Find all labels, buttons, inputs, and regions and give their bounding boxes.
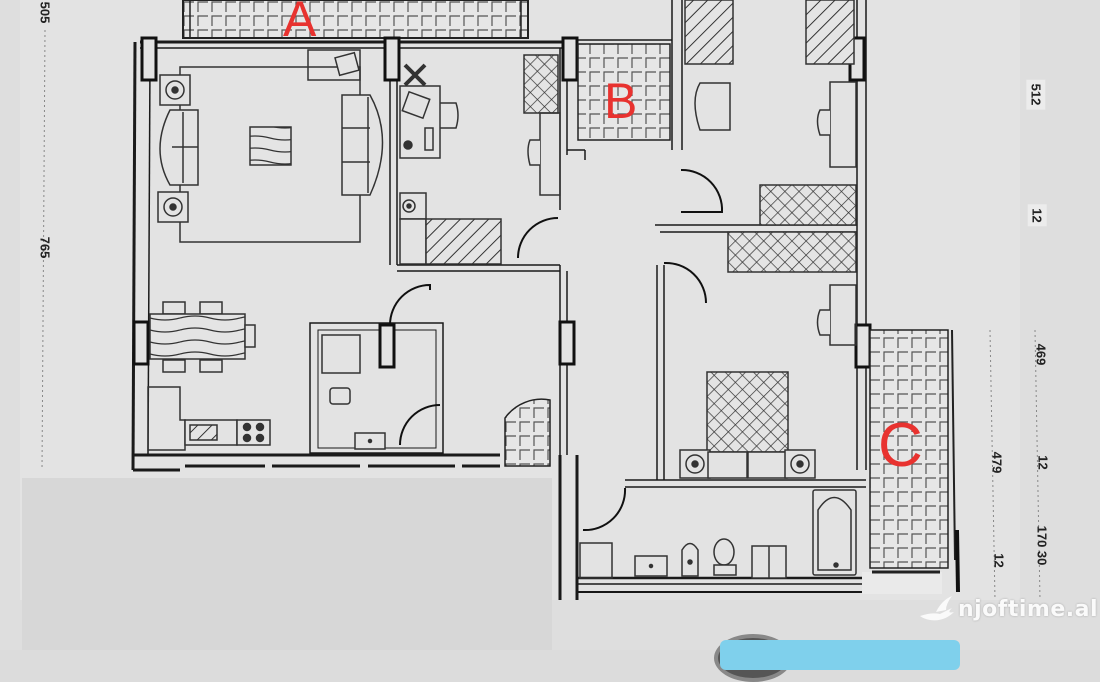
bathroom [579,489,857,579]
wc-room [321,334,386,450]
dimension-right-small-3: 12 [991,553,1007,568]
dimension-left-main: 765 [37,236,53,259]
dimension-right-mid: 469 [1033,343,1049,366]
study-room [399,54,561,265]
doors [389,168,724,532]
balcony-a [182,0,529,39]
redacted-area [22,478,552,650]
master-bedroom [679,284,857,479]
watermark-text: njoftime.al [957,596,1098,622]
dimension-right-small-2: 12 [1035,455,1051,470]
dining-kitchen [147,301,271,451]
balcony-c [862,329,960,594]
balcony-b-label: B [604,73,638,129]
floor-plan [22,0,1041,650]
balcony-c-label: C [878,411,923,480]
blue-tag [720,640,960,670]
dimension-right-total: 170 30 [1034,525,1050,566]
dimension-right-lower-inner: 479 [989,451,1005,474]
bird-icon [919,596,954,621]
dimension-left-top: 505 [37,1,53,24]
watermark: njoftime.al [918,592,1098,626]
living-room [157,49,384,243]
balcony-b [577,43,671,141]
dimension-right-small-1: 12 [1027,204,1047,227]
balcony-a-label: A [283,0,317,47]
dimension-right-top: 512 [1026,79,1046,110]
kids-bedroom [684,0,857,273]
